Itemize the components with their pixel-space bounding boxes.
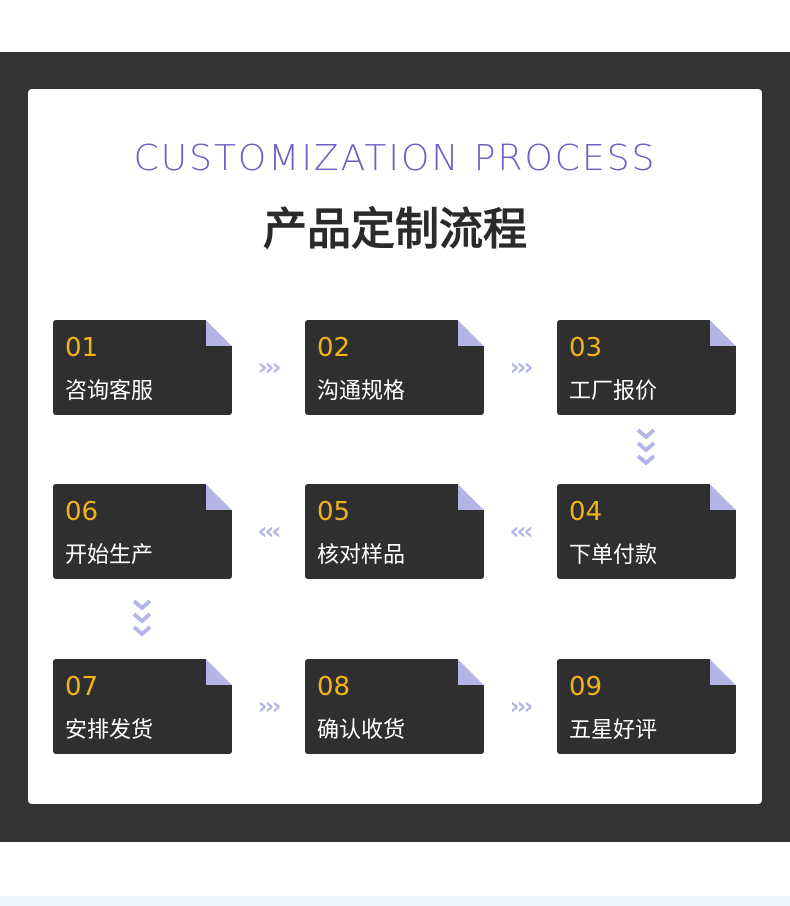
step-number: 02 (317, 333, 351, 363)
step-label: 安排发货 (65, 718, 154, 743)
step-card-05: 05 核对样品 (305, 484, 484, 579)
step-number: 06 (65, 497, 99, 527)
folded-corner-icon (458, 659, 484, 685)
step-label: 开始生产 (65, 543, 154, 568)
step-number: 09 (569, 672, 603, 702)
bottom-strip (0, 896, 790, 906)
folded-corner-icon (206, 659, 232, 685)
folded-corner-icon (206, 484, 232, 510)
arrow-right-icon: ››› (257, 353, 282, 381)
step-card-04: 04 下单付款 (557, 484, 736, 579)
step-label: 核对样品 (317, 543, 406, 568)
arrow-right-icon: ››› (509, 692, 534, 720)
step-card-09: 09 五星好评 (557, 659, 736, 754)
step-card-01: 01 咨询客服 (53, 320, 232, 415)
step-card-06: 06 开始生产 (53, 484, 232, 579)
folded-corner-icon (458, 484, 484, 510)
step-label: 沟通规格 (317, 379, 406, 404)
arrow-left-icon: ‹‹‹ (257, 517, 282, 545)
step-number: 04 (569, 497, 603, 527)
arrow-right-icon: ››› (257, 692, 282, 720)
folded-corner-icon (710, 659, 736, 685)
folded-corner-icon (710, 320, 736, 346)
arrow-down-icon (132, 599, 152, 637)
step-label: 咨询客服 (65, 379, 154, 404)
step-label: 工厂报价 (569, 379, 658, 404)
arrow-left-icon: ‹‹‹ (509, 517, 534, 545)
step-number: 01 (65, 333, 99, 363)
step-number: 07 (65, 672, 99, 702)
title-english: CUSTOMIZATION PROCESS (133, 138, 657, 179)
step-label: 五星好评 (569, 718, 658, 743)
step-number: 05 (317, 497, 351, 527)
step-label: 下单付款 (569, 543, 658, 568)
step-number: 08 (317, 672, 351, 702)
step-card-08: 08 确认收货 (305, 659, 484, 754)
arrow-right-icon: ››› (509, 353, 534, 381)
step-label: 确认收货 (317, 718, 406, 743)
folded-corner-icon (458, 320, 484, 346)
step-number: 03 (569, 333, 603, 363)
step-card-07: 07 安排发货 (53, 659, 232, 754)
arrow-down-icon (636, 428, 656, 466)
folded-corner-icon (710, 484, 736, 510)
title-chinese: 产品定制流程 (263, 204, 527, 255)
step-card-03: 03 工厂报价 (557, 320, 736, 415)
folded-corner-icon (206, 320, 232, 346)
step-card-02: 02 沟通规格 (305, 320, 484, 415)
